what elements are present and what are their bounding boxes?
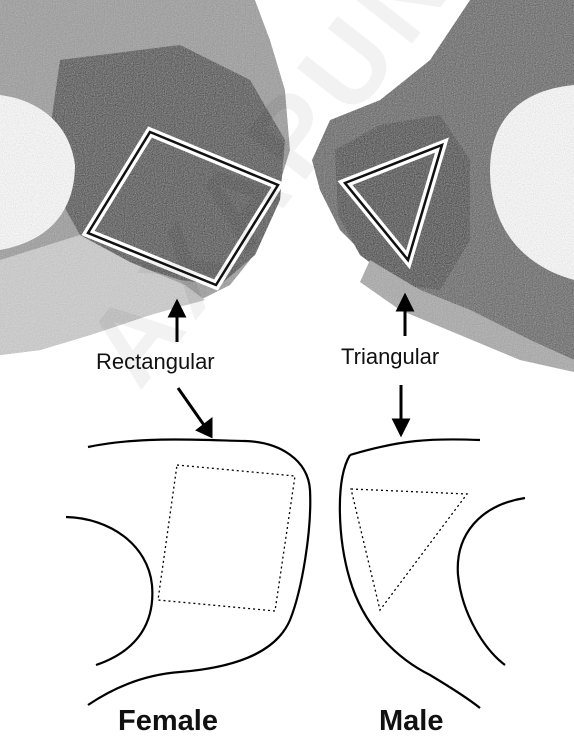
male-triangle-dotted: [351, 489, 467, 610]
female-pelvis-drawing: [66, 439, 310, 705]
female-label: Female: [118, 705, 218, 738]
female-pelvis-photo: [0, 0, 290, 355]
arrow-down-female: [178, 388, 211, 436]
female-rectangle-dotted: [158, 465, 295, 611]
male-label: Male: [379, 705, 443, 738]
triangular-label: Triangular: [341, 344, 439, 370]
male-pelvis-drawing: [340, 439, 525, 708]
arrow-down-male: [394, 385, 408, 434]
rectangular-label: Rectangular: [96, 349, 215, 375]
